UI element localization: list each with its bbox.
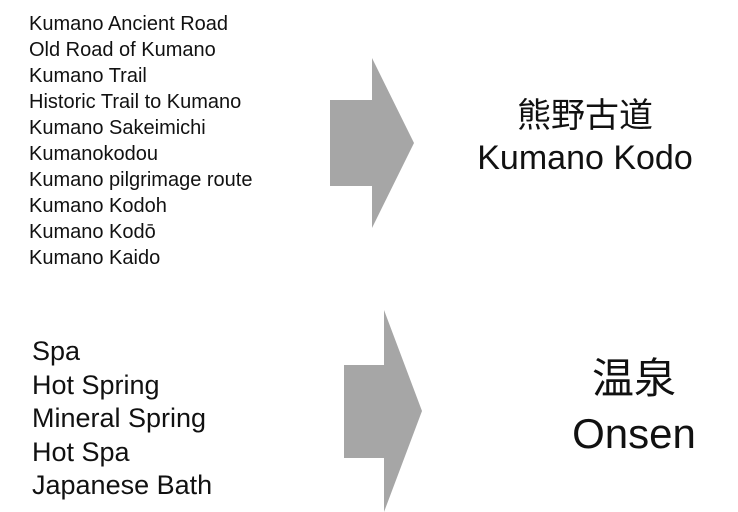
synonym-item: Historic Trail to Kumano	[29, 91, 242, 113]
synonym-item: Kumano Ancient Road	[29, 13, 229, 35]
normalized-term-kumano-kodo: 熊野古道 Kumano Kodo	[430, 95, 738, 179]
right-arrow-icon	[330, 58, 414, 228]
synonym-item: Kumano Trail	[29, 65, 147, 87]
synonym-item: Hot Spring	[32, 369, 160, 400]
result-japanese: 温泉	[591, 354, 676, 403]
right-arrow-icon	[344, 310, 422, 512]
result-romaji: Onsen	[572, 410, 696, 457]
result-japanese: 熊野古道	[517, 96, 653, 136]
synonym-list-onsen: Spa Hot Spring Mineral Spring Hot Spa Ja…	[32, 335, 212, 503]
synonym-list-kumano-kodo: Kumano Ancient Road Old Road of Kumano K…	[29, 11, 252, 271]
synonym-item: Old Road of Kumano	[29, 39, 216, 61]
synonym-item: Kumano pilgrimage route	[29, 169, 253, 191]
synonym-item: Kumanokodou	[29, 143, 158, 165]
normalized-term-onsen: 温泉 Onsen	[540, 352, 728, 462]
synonym-item: Japanese Bath	[32, 470, 213, 500]
synonym-item: Spa	[32, 336, 81, 366]
synonym-item: Kumano Kaido	[29, 247, 161, 269]
synonym-item: Kumano Sakeimichi	[29, 117, 206, 139]
result-romaji: Kumano Kodo	[477, 139, 693, 177]
synonym-item: Mineral Spring	[32, 403, 207, 433]
synonym-item: Kumano Kodoh	[29, 195, 167, 217]
synonym-item: Kumano Kodō	[29, 221, 156, 243]
synonym-item: Hot Spa	[32, 436, 130, 467]
